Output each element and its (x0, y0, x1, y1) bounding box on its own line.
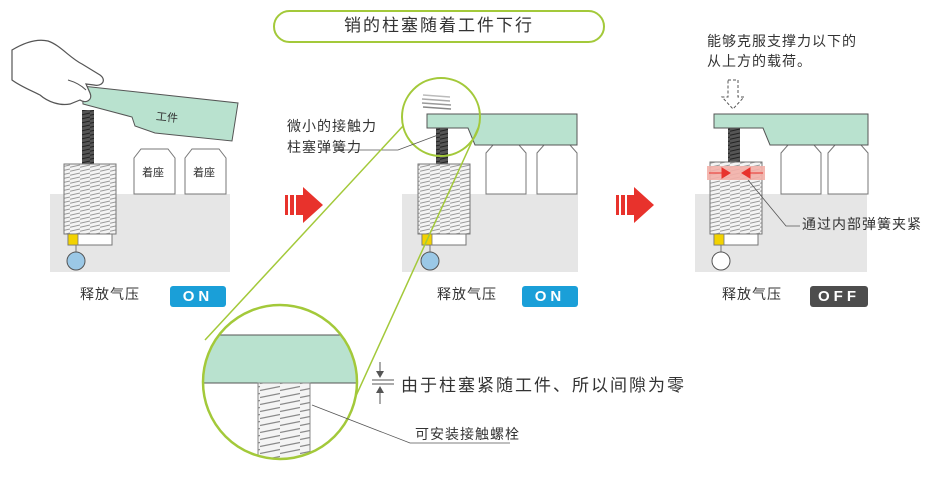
zoom-connector (344, 125, 480, 421)
note-contact-force: 微小的接触力 (287, 119, 377, 135)
seat-block (485, 144, 527, 195)
workpiece-section (203, 335, 357, 383)
page-title: 销的柱塞随着工件下行 (344, 16, 534, 36)
leader-line (311, 404, 510, 444)
pin-body (417, 163, 471, 235)
stage-2-status-badge: ON (522, 286, 578, 307)
seat-block (184, 148, 227, 195)
air-port-circle (711, 251, 731, 271)
leader-line (747, 179, 800, 227)
gap-note: 由于柱塞紧随工件、所以间隙为零 (401, 376, 686, 396)
note-spring-force: 柱塞弹簧力 (287, 140, 362, 156)
workpiece (713, 113, 869, 146)
arrow-right-icon (285, 187, 323, 223)
stage-1-status-badge: ON (170, 286, 226, 307)
note-clamp: 通过内部弹簧夹紧 (802, 217, 922, 233)
workpiece (426, 113, 578, 146)
plunger-thread (257, 382, 311, 459)
title-pill (273, 10, 605, 43)
arrow-right-icon (616, 187, 654, 223)
seat-label: 着座 (142, 166, 164, 179)
note-load-line-2: 从上方的载荷。 (707, 54, 812, 70)
stage-3-status-badge: OFF (810, 286, 868, 307)
gap-marker (372, 362, 394, 404)
plunger-rod (436, 127, 448, 165)
seat-block (133, 148, 176, 195)
seat-block (536, 144, 578, 195)
stage-1-device (11, 39, 239, 272)
air-port-circle (66, 251, 86, 271)
focus-circle (401, 77, 481, 157)
plunger-rod (82, 110, 94, 166)
stage-2-device (340, 77, 578, 272)
zoom-connector (204, 125, 404, 341)
stage-3-device (695, 79, 869, 272)
note-load-line-1: 能够克服支撑力以下的 (707, 34, 857, 50)
zoom-circle (201, 303, 359, 461)
stage-1-label: 释放气压 (80, 287, 140, 303)
seat-block (827, 144, 869, 195)
zoom-detail (201, 303, 359, 461)
seat-label: 着座 (193, 166, 215, 179)
clamp-arrow-icon (741, 167, 763, 179)
workpiece-label: 工件 (155, 109, 179, 126)
leader-line (340, 134, 439, 151)
plunger-rod (728, 127, 740, 165)
workpiece (81, 85, 239, 142)
stage-2-label: 释放气压 (437, 287, 497, 303)
stage-3-label: 释放气压 (722, 287, 782, 303)
seat-block (780, 144, 822, 195)
bolt-note: 可安装接触螺栓 (415, 427, 520, 443)
hand-illustration (11, 39, 104, 106)
clamp-arrow-icon (709, 167, 731, 179)
pin-body (63, 163, 117, 235)
air-port-circle (420, 251, 440, 271)
load-arrow-icon (720, 79, 746, 110)
